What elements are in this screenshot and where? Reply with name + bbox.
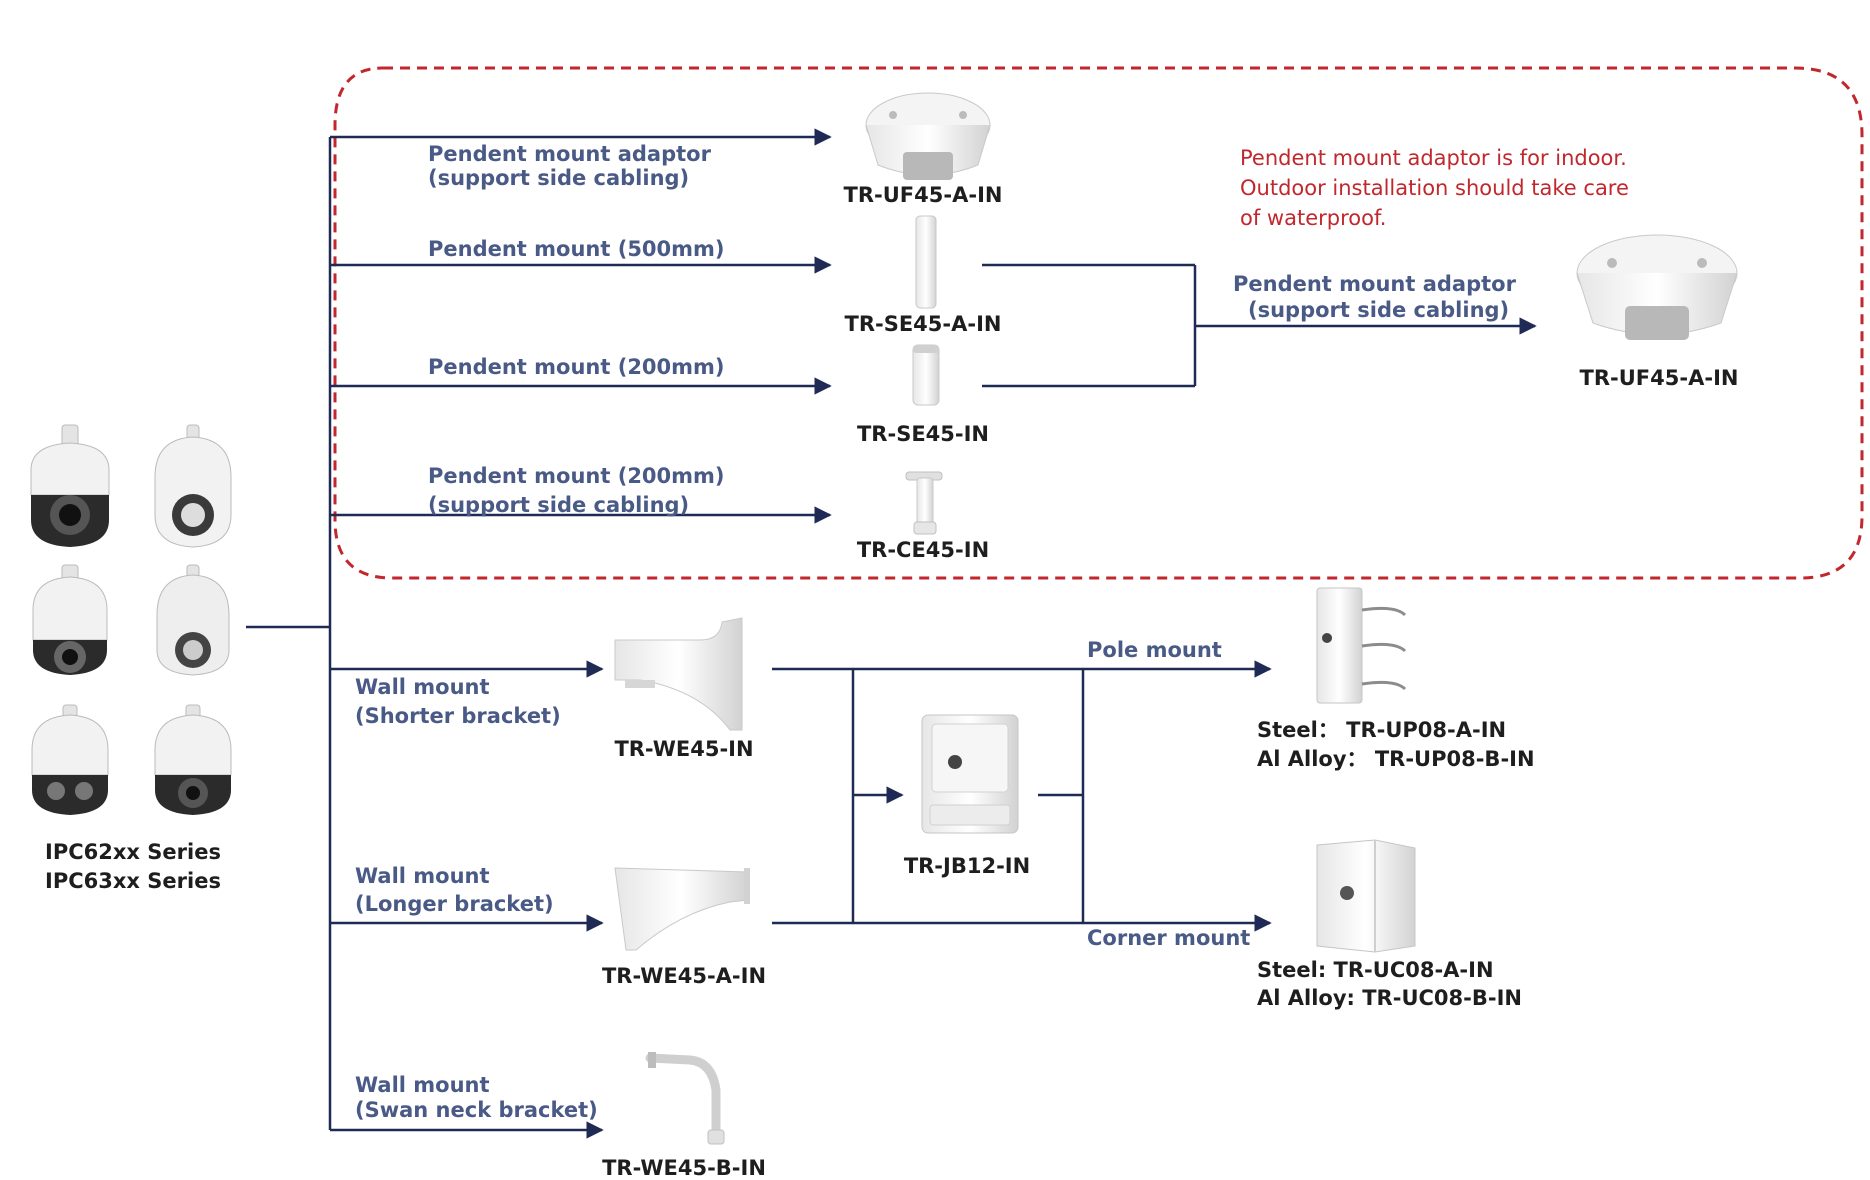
- ptz-camera-icon: [156, 564, 230, 676]
- pendent-mount-500-label: Pendent mount (500mm): [428, 237, 725, 261]
- ptz-camera-icon: [32, 564, 108, 675]
- swan-neck-bracket-icon: [645, 1052, 725, 1145]
- pole-mount-icon: [1316, 587, 1407, 704]
- right-adaptor-sublabel: (support side cabling): [1248, 298, 1509, 322]
- corner-mount-label: Corner mount: [1087, 926, 1250, 950]
- connector-lines: [246, 128, 1537, 1139]
- pendent-mount-200-label: Pendent mount (200mm): [428, 355, 725, 379]
- corner-mount-icon: [1316, 839, 1416, 953]
- wall-swan-sublabel: (Swan neck bracket): [355, 1098, 598, 1122]
- wall-bracket-long-icon: [614, 867, 750, 951]
- pendent-side-cable-code: TR-CE45-IN: [857, 538, 989, 562]
- wall-shorter-code: TR-WE45-IN: [614, 737, 753, 761]
- pendent-side-cable-sublabel: (support side cabling): [428, 493, 689, 517]
- pendent-group-border: [333, 66, 1864, 580]
- corner-mount-alloy: Al Alloy: TR-UC08-B-IN: [1257, 986, 1522, 1010]
- wall-swan-code: TR-WE45-B-IN: [602, 1156, 766, 1180]
- ptz-camera-icon: [31, 704, 109, 815]
- wall-swan-label: Wall mount: [355, 1073, 490, 1097]
- pendent-side-cable-label: Pendent mount (200mm): [428, 464, 725, 488]
- ptz-camera-icon: [154, 704, 232, 815]
- pole-mount-alloy: Al Alloy： TR-UP08-B-IN: [1257, 747, 1535, 771]
- corner-mount-steel: Steel: TR-UC08-A-IN: [1257, 958, 1494, 982]
- pendent-mount-side-cable-icon: [905, 471, 943, 535]
- note-line-2: Outdoor installation should take care: [1240, 176, 1629, 200]
- wall-longer-code: TR-WE45-A-IN: [602, 964, 766, 988]
- wall-longer-label: Wall mount: [355, 864, 490, 888]
- note-line-1: Pendent mount adaptor is for indoor.: [1240, 146, 1627, 170]
- pendent-mount-500-code: TR-SE45-A-IN: [845, 312, 1002, 336]
- wall-longer-sublabel: (Longer bracket): [355, 892, 554, 916]
- wall-shorter-label: Wall mount: [355, 675, 490, 699]
- pole-mount-label: Pole mount: [1087, 638, 1222, 662]
- pendent-mount-200-icon: [912, 344, 940, 406]
- pendent-mount-200-code: TR-SE45-IN: [857, 422, 989, 446]
- note-line-3: of waterproof.: [1240, 206, 1387, 230]
- pendent-adaptor-large-icon: [1576, 234, 1738, 340]
- series-line-2: IPC63xx Series: [45, 869, 221, 893]
- pendent-adaptor-icon: [865, 92, 991, 180]
- pendent-adaptor-label: Pendent mount adaptor: [428, 142, 712, 166]
- wall-shorter-sublabel: (Shorter bracket): [355, 704, 561, 728]
- ptz-camera-icon: [30, 424, 110, 547]
- right-adaptor-label: Pendent mount adaptor: [1233, 272, 1517, 296]
- ptz-camera-icon: [154, 424, 232, 548]
- pendent-adaptor-code: TR-UF45-A-IN: [844, 183, 1003, 207]
- camera-grid: [30, 424, 232, 815]
- pole-mount-steel: Steel： TR-UP08-A-IN: [1257, 718, 1506, 742]
- junction-box-code: TR-JB12-IN: [904, 854, 1030, 878]
- right-adaptor-code: TR-UF45-A-IN: [1580, 366, 1739, 390]
- junction-box-icon: [921, 714, 1019, 834]
- series-line-1: IPC62xx Series: [45, 840, 221, 864]
- wall-bracket-short-icon: [614, 617, 743, 731]
- pendent-mount-500-icon: [915, 215, 937, 309]
- pendent-adaptor-sublabel: (support side cabling): [428, 166, 689, 190]
